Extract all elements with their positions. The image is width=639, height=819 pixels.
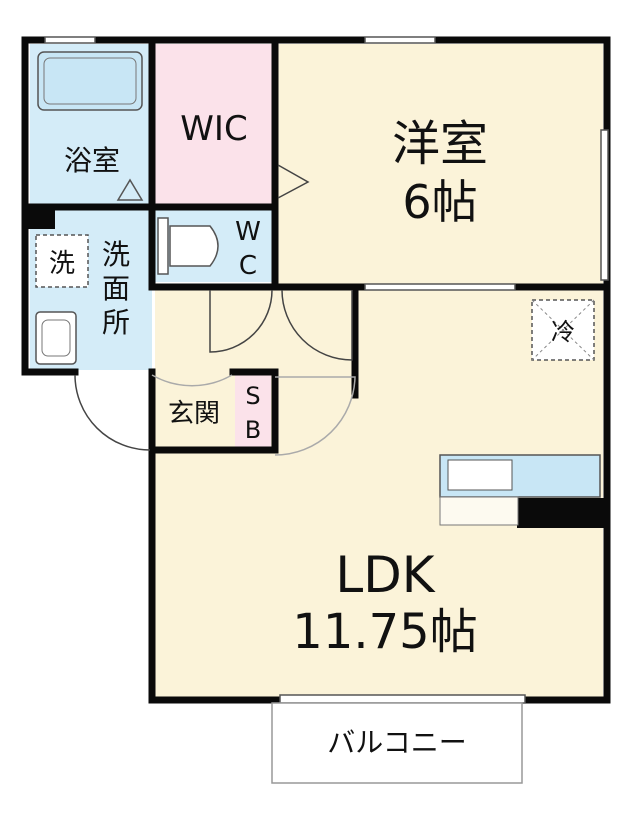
balcony-area — [271, 702, 523, 784]
washroom-label-1: 洗 — [102, 238, 130, 271]
wall-block-ldk — [517, 498, 607, 528]
balcony-label: バルコニー — [327, 726, 466, 759]
washroom-label-2: 面 — [102, 272, 130, 305]
washer-label: 洗 — [49, 249, 75, 279]
kitchen-cabinet — [439, 496, 519, 526]
bath-label: 浴室 — [64, 144, 120, 177]
toilet-label-c: C — [239, 251, 257, 281]
bathtub-icon — [37, 51, 143, 111]
western-room-size: 6帖 — [402, 175, 477, 229]
washroom-label-3: 所 — [102, 306, 130, 339]
wall-block-left — [25, 204, 55, 229]
kitchen-sink-icon — [447, 459, 513, 491]
shoe-box-label-b: B — [245, 416, 261, 444]
shoe-box-floor — [235, 375, 271, 447]
toilet-label-w: W — [235, 217, 261, 247]
entrance-floor — [155, 375, 235, 450]
western-room-name: 洋室 — [392, 116, 488, 172]
toilet-tank-icon — [157, 217, 169, 275]
door-swings — [74, 164, 356, 456]
wic-label: WIC — [180, 109, 247, 149]
western-room-floor — [278, 44, 603, 287]
fridge-label: 冷 — [551, 318, 575, 346]
entrance-label: 玄関 — [168, 399, 220, 429]
wic-floor — [155, 44, 275, 204]
sink-icon — [35, 311, 77, 365]
shoe-box-label-s: S — [245, 382, 260, 410]
ldk-name: LDK — [335, 546, 435, 604]
bath-door-icon — [116, 178, 144, 201]
ldk-size: 11.75帖 — [292, 604, 477, 660]
sink-basin — [41, 319, 71, 357]
bathtub-inner — [43, 57, 137, 105]
windows — [44, 36, 609, 704]
washer-icon — [35, 234, 89, 288]
toilet-bowl-icon — [169, 225, 219, 267]
